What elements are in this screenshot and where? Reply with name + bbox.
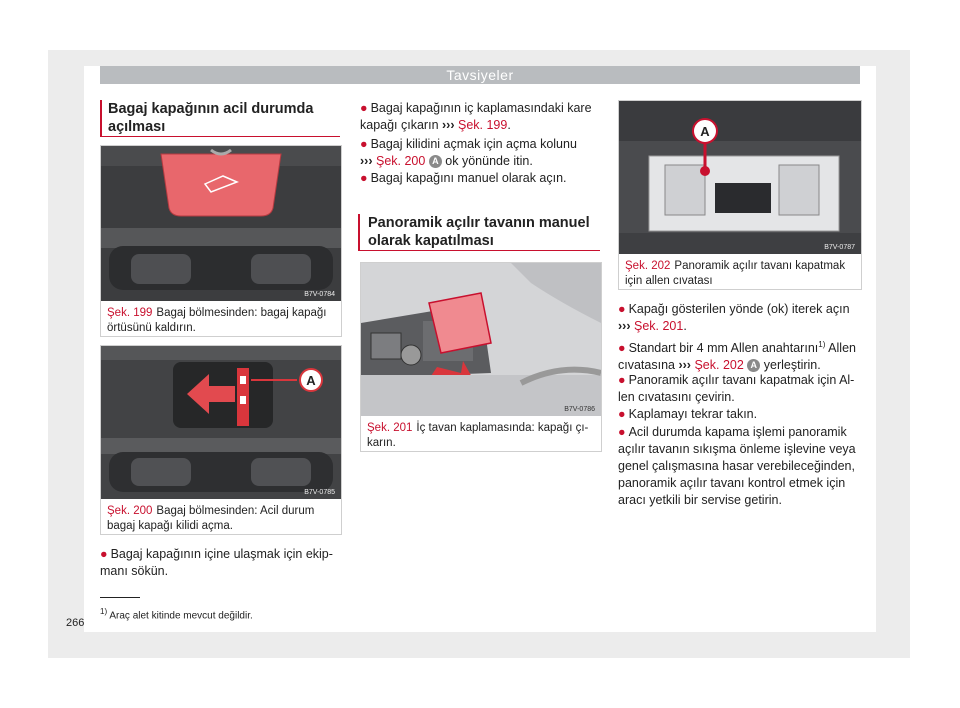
label-a-badge: A — [428, 155, 442, 168]
heading-accent-bar — [100, 100, 102, 136]
step-remove-equipment: ●Bagaj kapağının içine ulaşmak için ekip… — [100, 547, 333, 578]
step-refit-trim: ●Kaplamayı tekrar takın. — [618, 407, 758, 421]
bullet-icon: ● — [618, 407, 626, 421]
figure-200-image: A B7V-0785 — [101, 346, 341, 499]
bullet-icon: ● — [360, 171, 368, 185]
heading-rule — [358, 250, 600, 251]
figure-code: B7V-0784 — [304, 291, 335, 298]
bullet-icon: ● — [360, 101, 368, 115]
figure-code: B7V-0786 — [564, 406, 595, 413]
cross-ref-link[interactable]: Şek. 202 — [694, 358, 744, 373]
step-turn-bolt: ●Panoramik açılır tavanı kapatmak için A… — [618, 373, 855, 404]
heading-accent-bar — [358, 214, 360, 250]
heading-rule — [100, 136, 340, 137]
figure-199-image: B7V-0784 — [101, 146, 341, 301]
footnote: 1) Araç alet kitinde mevcut değildir. — [100, 607, 253, 622]
figure-code: B7V-0787 — [824, 244, 855, 251]
cross-ref-arrow: ››› — [678, 358, 691, 373]
step-open-cap: ●Kapağı gösterilen yönde (ok) iterek açı… — [618, 302, 850, 333]
figure-ref: Şek. 200 — [107, 505, 153, 517]
step-remove-cover: ●Bagaj kapağının iç kaplamasındaki kare … — [360, 101, 592, 132]
section-header: Tavsiyeler — [100, 66, 860, 84]
figure-200-label-a: A — [306, 373, 316, 388]
figure-202-label-a: A — [700, 124, 710, 139]
page-number: 266 — [66, 617, 85, 629]
warning-service-note: ●Acil durumda kapama işlemi panoramik aç… — [618, 425, 856, 507]
cross-ref-arrow: ››› — [442, 118, 455, 132]
label-a-badge: A — [747, 359, 761, 373]
figure-201-image: B7V-0786 — [361, 263, 601, 416]
figure-202-image: A B7V-0787 — [619, 101, 861, 254]
bullet-icon: ● — [618, 425, 626, 439]
cross-ref-arrow: ››› — [618, 319, 631, 333]
footnote-marker: 1) — [818, 340, 826, 349]
step-push-lever: ●Bagaj kilidini açmak için açma kolunu ›… — [360, 137, 577, 168]
figure-ref: Şek. 202 — [625, 260, 671, 272]
figure-ref: Şek. 201 — [367, 422, 413, 434]
figure-code: B7V-0785 — [304, 489, 335, 496]
bullet-icon: ● — [618, 373, 626, 387]
bullet-icon: ● — [100, 547, 108, 561]
cross-ref-link[interactable]: Şek. 199 — [457, 118, 508, 132]
footnote-rule — [100, 597, 140, 598]
section-heading-emergency-open: Bagaj kapağının acil durumda açılması — [108, 101, 314, 135]
section-heading-panoramic-close: Panoramik açılır tavanın manuel olarak k… — [368, 215, 590, 249]
bullet-icon: ● — [618, 341, 626, 356]
bullet-icon: ● — [618, 302, 626, 316]
cross-ref-link[interactable]: Şek. 201 — [633, 319, 684, 333]
figure-ref: Şek. 199 — [107, 307, 153, 319]
step-open-manually: ●Bagaj kapağını manuel olarak açın. — [360, 171, 567, 185]
bullet-icon: ● — [360, 137, 368, 151]
cross-ref-link[interactable]: Şek. 200 — [375, 154, 426, 168]
step-insert-allen-key: ●Standart bir 4 mm Allen anahtarını1) Al… — [618, 340, 856, 373]
cross-ref-arrow: ››› — [360, 154, 373, 168]
